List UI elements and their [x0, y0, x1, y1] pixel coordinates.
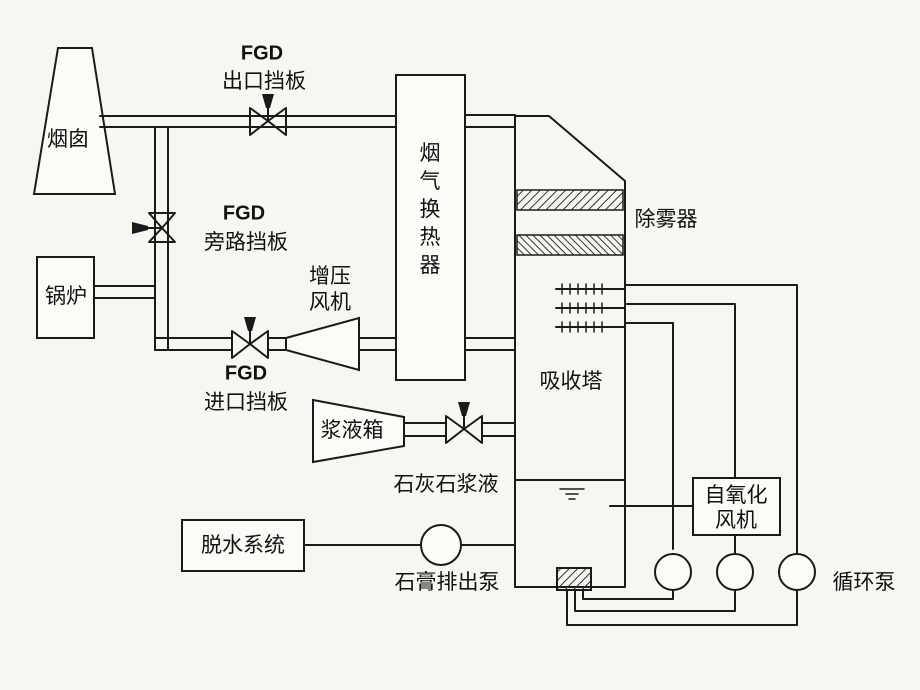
pump-icon — [420, 524, 462, 566]
butterfly-valve-icon — [445, 402, 483, 444]
circulation-pumps: 循环泵 — [654, 553, 896, 594]
dewatering-section: 脱水系统 石膏排出泵 — [181, 519, 516, 594]
booster-fan-bottom-label: 风机 — [309, 290, 351, 314]
chimney: 烟囱 — [32, 47, 117, 195]
butterfly-valve-icon — [231, 317, 269, 359]
demister-label: 除雾器 — [635, 207, 698, 231]
circulation-pump-label: 循环泵 — [833, 570, 896, 594]
oxidation-fan: 自氧化 风机 — [692, 477, 781, 536]
heat-exchanger-char-2: 气 — [420, 169, 441, 193]
heat-exchanger-to-absorber-pipes — [464, 114, 516, 351]
bypass-line — [154, 126, 233, 351]
absorber-label: 吸收塔 — [540, 369, 603, 393]
pump-icon — [654, 553, 692, 591]
fgd-bypass-label: 旁路挡板 — [204, 230, 288, 254]
fgd-outlet-label: 出口挡板 — [222, 69, 306, 93]
butterfly-valve-icon — [132, 212, 176, 243]
boiler-label: 锅炉 — [45, 284, 87, 308]
pump-icon — [716, 553, 754, 591]
pump-icon — [778, 553, 816, 591]
oxidation-fan-bottom-label: 风机 — [715, 508, 757, 532]
right-side-process-lines — [566, 284, 798, 626]
butterfly-valve-icon — [249, 94, 287, 136]
top-pipe — [99, 115, 396, 128]
fgd-outlet-damper: FGD 出口挡板 — [222, 42, 306, 136]
gypsum-pump-label: 石膏排出泵 — [395, 570, 500, 594]
heat-exchanger-char-4: 热 — [420, 225, 441, 249]
booster-fan-top-label: 增压 — [309, 264, 351, 288]
oxidation-fan-top-label: 自氧化 — [705, 483, 768, 507]
fgd-inlet-label: 进口挡板 — [204, 390, 288, 414]
fgd-outlet-prefix: FGD — [241, 42, 283, 64]
fgd-bypass-damper: FGD 旁路挡板 — [132, 202, 288, 254]
booster-fan: 增压 风机 — [267, 264, 397, 372]
spray-header-icon — [561, 283, 603, 333]
chimney-label: 烟囱 — [47, 127, 89, 151]
gas-heat-exchanger: 烟 气 换 热 器 — [395, 74, 466, 381]
dewatering-system-label: 脱水系统 — [201, 533, 285, 557]
fgd-inlet-damper: FGD 进口挡板 — [204, 317, 288, 414]
heat-exchanger-char-1: 烟 — [420, 141, 441, 165]
boiler: 锅炉 — [36, 256, 156, 339]
slurry-tank-label: 浆液箱 — [321, 418, 384, 442]
heat-exchanger-char-3: 换 — [420, 197, 441, 221]
heat-exchanger-char-5: 器 — [420, 253, 441, 277]
fgd-bypass-prefix: FGD — [223, 202, 265, 224]
limestone-slurry-label: 石灰石浆液 — [394, 472, 499, 496]
fgd-inlet-prefix: FGD — [225, 362, 267, 384]
slurry-tank: 浆液箱 石灰石浆液 — [312, 398, 516, 496]
absorber: 除雾器 — [514, 115, 698, 591]
